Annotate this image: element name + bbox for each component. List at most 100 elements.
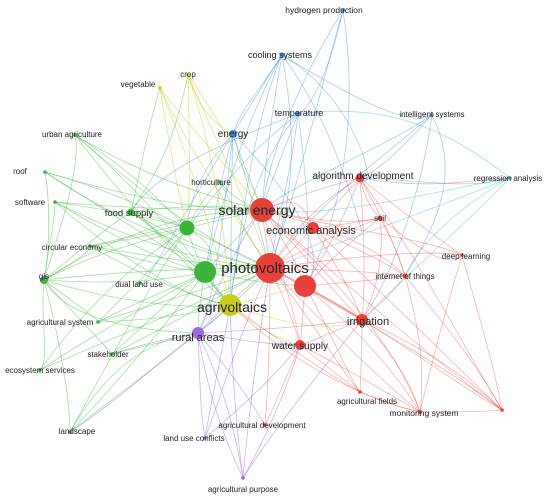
label-regression-analysis: regression analysis [474,174,542,183]
edge [197,332,266,426]
node-agricultural-development[interactable] [263,423,267,427]
edge [187,74,234,135]
edge [269,267,406,277]
edge [130,87,161,213]
edge [197,332,244,479]
node-dual-land-use[interactable] [138,281,142,285]
node-hydrogen-production[interactable] [341,8,345,12]
node-water-supply[interactable] [295,340,305,350]
edge [39,279,45,371]
edge [39,227,188,371]
node-stakeholder[interactable] [110,352,114,356]
edge [312,227,406,277]
node-land-use-conflicts[interactable] [203,436,207,440]
edge [97,304,231,323]
edge [404,275,503,411]
edge [69,227,188,433]
edge [361,177,511,321]
edge [304,285,421,413]
edge [229,304,363,327]
edge [159,87,271,269]
edge [54,201,271,269]
node-deep-learning[interactable] [460,253,464,257]
node-temperature[interactable] [295,111,301,117]
edge [312,227,363,321]
node-monitoring-system[interactable] [418,410,422,414]
label-energy: energy [218,129,249,140]
node-red-large[interactable] [294,275,316,297]
node-urban-agriculture[interactable] [73,133,77,137]
edge [187,74,263,211]
edge [297,110,511,179]
edge [404,114,446,277]
edge [43,171,50,281]
node-agricultural-system[interactable] [96,320,100,324]
edge [229,304,421,413]
edge [74,134,231,306]
edge [89,245,231,306]
node-agricultural-fields[interactable] [358,390,362,394]
node-green-hub[interactable] [179,220,195,236]
edge [44,171,188,229]
edge [304,275,406,287]
edge [159,87,188,229]
node-energy[interactable] [229,130,237,138]
node-agrivoltaics[interactable] [219,294,241,316]
node-economic-analysis[interactable] [307,222,319,234]
label-monitoring-system: monitoring system [390,408,459,418]
node-outlier[interactable] [500,408,504,412]
edge [43,279,99,323]
edge [39,267,271,371]
edge [264,344,301,426]
node-landscape[interactable] [68,430,72,434]
label-rural-areas: rural areas [172,332,225,344]
node-vegetable[interactable] [158,86,162,90]
node-ecosystem-services[interactable] [38,368,42,372]
edge [261,209,381,222]
node-food-supply[interactable] [127,208,135,216]
label-soil: soil [374,214,386,223]
edge [269,9,344,269]
edge [204,344,301,439]
edge [229,304,361,393]
edge [379,217,406,277]
node-roof[interactable] [43,170,47,174]
label-food-supply: food supply [105,208,154,219]
node-rural-areas[interactable] [192,327,204,339]
edge [359,177,381,219]
node-crop[interactable] [186,73,190,77]
node-agricultural-purpose[interactable] [241,476,245,480]
node-soil[interactable] [377,215,383,221]
edge [143,54,283,283]
edge [297,9,344,115]
node-software[interactable] [53,200,57,204]
edge [130,74,189,213]
label-solar-energy: solar energy [218,202,295,218]
edge [44,171,271,269]
node-solar-energy[interactable] [250,198,274,222]
edge [281,54,363,233]
node-photovoltaics[interactable] [255,253,285,283]
edge [359,114,433,179]
edge [69,267,271,433]
edge [359,177,511,185]
label-water-supply: water supply [271,341,328,352]
node-circular-economy[interactable] [88,244,92,248]
label-dual-land-use: dual land use [115,280,163,289]
edge [261,9,344,211]
node-cooling-systems[interactable] [279,52,285,58]
edge [361,217,382,321]
node-irrigation[interactable] [356,314,368,326]
node-horticulture[interactable] [218,180,222,184]
node-intelligent-systems[interactable] [430,113,434,117]
node-regression-analysis[interactable] [508,176,512,180]
edge [89,245,271,269]
edge [359,177,463,256]
node-gis[interactable] [40,276,48,284]
edge [361,319,503,411]
node-internet-of-things[interactable] [402,273,408,279]
edge [359,177,503,411]
node-green-main[interactable] [194,261,216,283]
edge [43,279,71,433]
node-algorithm-development[interactable] [355,173,365,183]
